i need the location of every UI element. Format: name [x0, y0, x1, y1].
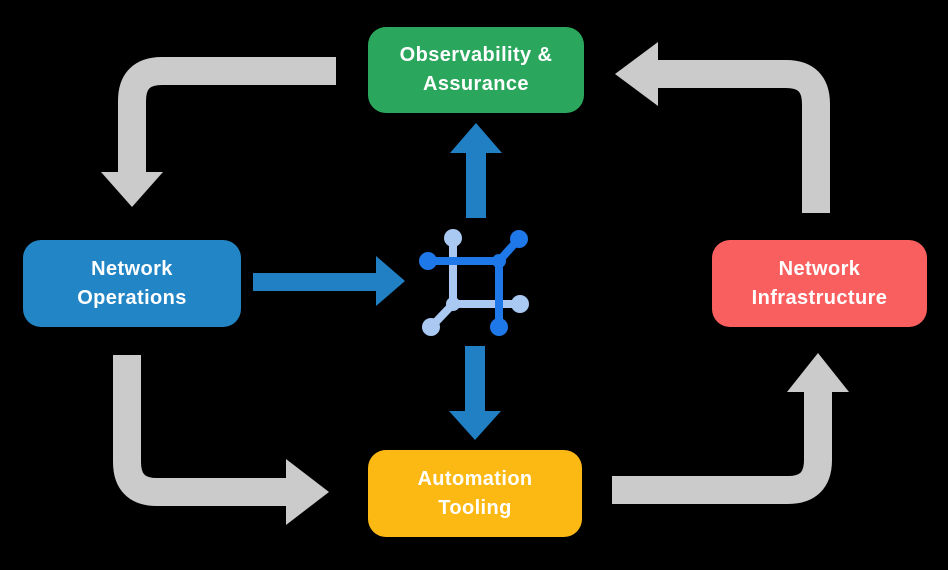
- node-network-operations: Network Operations: [23, 240, 241, 327]
- arrow-infrastructure-to-observability: [615, 42, 830, 213]
- arrow-shaft: [466, 151, 486, 218]
- arrow-observability-to-operations: [101, 57, 336, 207]
- arrow-shaft: [253, 273, 377, 291]
- icon-dark-branches: [419, 230, 528, 336]
- node-observability-assurance: Observability & Assurance: [368, 27, 584, 113]
- arrow-head-right-icon: [286, 459, 329, 525]
- node-network-infrastructure: Network Infrastructure: [712, 240, 927, 327]
- arrow-head-up-icon: [787, 353, 849, 392]
- network-automation-icon: [419, 229, 529, 336]
- arrow-head-down-icon: [449, 411, 501, 440]
- arrow-shaft: [612, 392, 832, 504]
- arrow-head-left-icon: [615, 42, 658, 106]
- arrow-head-right-icon: [376, 256, 405, 306]
- arrow-operations-to-center: [253, 256, 405, 306]
- arrow-shaft: [658, 60, 830, 213]
- arrow-center-to-observability: [450, 123, 502, 218]
- node-automation-tooling: Automation Tooling: [368, 450, 582, 537]
- arrow-operations-to-automation: [113, 355, 329, 525]
- arrow-shaft: [113, 355, 287, 506]
- arrow-head-down-icon: [101, 172, 163, 207]
- arrow-head-up-icon: [450, 123, 502, 153]
- arrow-shaft: [465, 346, 485, 413]
- arrow-automation-to-infrastructure: [612, 353, 849, 504]
- icon-light-branches: [422, 229, 529, 336]
- arrow-center-to-automation: [449, 346, 501, 440]
- arrow-shaft: [118, 57, 336, 174]
